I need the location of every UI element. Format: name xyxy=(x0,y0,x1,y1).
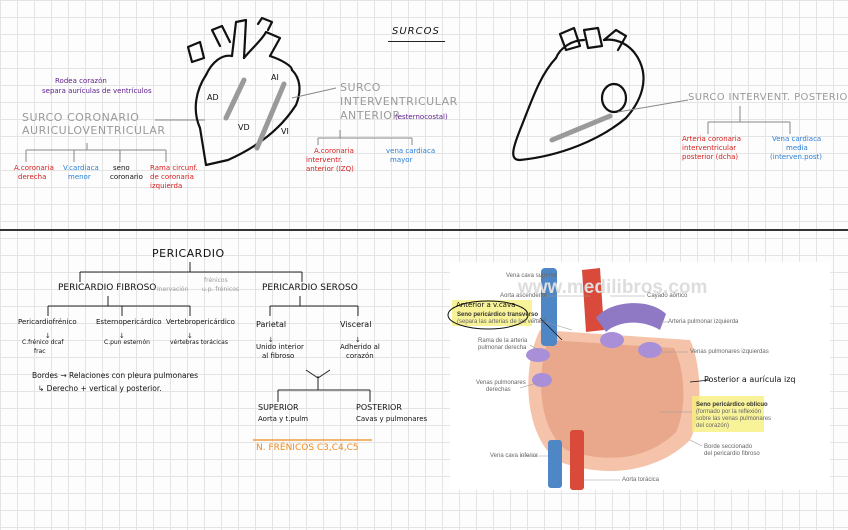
pericardio-fibroso-title: PERICARDIO FIBROSO xyxy=(58,283,157,293)
label-vena-cava-superior: Vena cava superior xyxy=(506,273,558,279)
coronario-item-4-l2: de coronaria xyxy=(150,173,194,181)
anterior-vena-1: vena cardiaca xyxy=(386,147,436,155)
fibroso-innervation-note-2: frénicos xyxy=(204,277,228,284)
label-seno-transverso-1: Seno pericárdico transverso xyxy=(457,312,539,318)
label-aorta-ascendente: Aorta ascendente xyxy=(500,293,548,299)
label-vd: VD xyxy=(238,123,250,132)
surco-anterior-title-2: INTERVENTRICULAR xyxy=(340,95,458,108)
svg-text:↓: ↓ xyxy=(187,332,193,340)
fibroso-item-1: Pericardiofrénico xyxy=(18,318,77,326)
label-seno-obliquo-1: Seno pericárdico oblicuo xyxy=(696,402,768,408)
label-rama-arteria-2: pulmonar derecha xyxy=(478,345,527,351)
svg-text:↓: ↓ xyxy=(119,332,125,340)
label-cayado: Cayado aórtico xyxy=(647,293,688,299)
label-vena-cava-inferior: Vena cava inferior xyxy=(490,453,539,459)
fibroso-item-2: Esternopericárdico xyxy=(96,318,162,326)
fibroso-item-1-desc: C.frénico dcaf xyxy=(22,339,64,346)
label-seno-obliquo-4: del corazón) xyxy=(696,423,730,429)
label-ad: AD xyxy=(207,93,219,102)
surco-coronario-title-2: AURICULOVENTRICULAR xyxy=(22,124,166,137)
fibroso-item-3: Vertebropericárdico xyxy=(166,318,235,326)
label-borde-2: del pericardio fibroso xyxy=(704,451,760,457)
label-arteria-pulmonar: Arteria pulmonar izquierda xyxy=(668,319,739,325)
svg-text:↓: ↓ xyxy=(268,336,274,344)
anterior-arteria-3: anterior (IZQ) xyxy=(306,165,354,173)
fibroso-innervation-note: Inervación xyxy=(157,286,189,293)
coronario-item-4-l1: Rama circunf. xyxy=(150,164,198,172)
coronario-item-1-l2: derecha xyxy=(18,173,47,181)
frenicos-note: N. FRÉNICOS C3,C4,C5 xyxy=(256,443,359,453)
parietal-desc-2: al fibroso xyxy=(262,352,295,360)
posterior-arteria-1: Arteria coronaria xyxy=(682,135,742,143)
surco-coronario-title-1: SURCO CORONARIO xyxy=(22,111,140,124)
svg-text:↓: ↓ xyxy=(355,336,361,344)
coronario-item-2-l1: V.cardiaca xyxy=(63,164,99,172)
seno-superior-desc: Aorta y t.pulm xyxy=(258,415,309,423)
bordes-line-1: Bordes → Relaciones con pleura pulmonare… xyxy=(32,371,199,380)
label-rama-arteria-1: Rama de la arteria xyxy=(478,338,528,344)
label-seno-transverso-2: (separa las arterias de las venas) xyxy=(457,319,546,325)
coronario-item-3-l2: coronario xyxy=(110,173,143,181)
coronario-item-3-l1: seno xyxy=(113,164,130,172)
visceral-desc-2: corazón xyxy=(346,352,374,360)
parietal-desc-1: Unido interior xyxy=(256,343,304,351)
section-divider xyxy=(0,229,848,231)
surco-anterior-title-1: SURCO xyxy=(340,81,381,94)
posterior-arteria-3: posterior (dcha) xyxy=(682,153,739,161)
fibroso-innervation-note-3: u.p. frénicos xyxy=(202,286,240,293)
label-vi: VI xyxy=(281,127,289,136)
label-ai: AI xyxy=(271,73,279,82)
seno-posterior-desc: Cavas y pulmonares xyxy=(356,415,428,423)
surco-anterior-title-3: ANTERIOR xyxy=(340,109,401,122)
anterior-vena-cava-note: Anterior a v.cava xyxy=(456,301,516,309)
anterior-vena-2: mayor xyxy=(390,156,413,164)
label-venas-pulm-izq: Venas pulmonares izquierdas xyxy=(690,349,769,355)
surcos-title: SURCOS xyxy=(392,26,440,37)
fibroso-item-2-desc: C.pun esternón xyxy=(104,339,150,346)
label-seno-obliquo-2: (formado por la reflexión xyxy=(696,409,762,415)
posterior-arteria-2: interventricular xyxy=(682,144,737,152)
label-seno-obliquo-3: sobre las venas pulmonares xyxy=(696,416,772,422)
bordes-line-2: ↳ Derecho + vertical y posterior. xyxy=(38,384,162,393)
fibroso-item-1-desc2: frac xyxy=(34,348,46,355)
pericardio-title: PERICARDIO xyxy=(152,247,225,260)
surco-anterior-note: (esternocostal) xyxy=(395,113,448,121)
posterior-vena-3: (interven.post) xyxy=(770,153,823,161)
seno-superior: SUPERIOR xyxy=(258,403,299,412)
label-aorta-toracica: Aorta torácica xyxy=(622,477,660,483)
coronario-note-2: separa aurículas de ventrículos xyxy=(42,87,152,95)
pericardio-seroso-title: PERICARDIO SEROSO xyxy=(262,283,358,293)
title-underline xyxy=(388,41,445,42)
posterior-vena-1: Vena cardiaca xyxy=(772,135,822,143)
svg-text:↓: ↓ xyxy=(45,332,51,340)
anterior-arteria-2: interventr. xyxy=(306,156,343,164)
seroso-parietal: Parietal xyxy=(256,320,287,329)
posterior-vena-2: media xyxy=(786,144,808,152)
coronario-note-1: Rodea corazón xyxy=(55,77,107,85)
seno-posterior: POSTERIOR xyxy=(356,403,402,412)
pericardium-figure xyxy=(447,262,830,490)
heart-posterior-drawing xyxy=(512,26,645,162)
surco-posterior-title: SURCO INTERVENT. POSTERIOR xyxy=(688,92,848,103)
visceral-desc-1: Adherido al xyxy=(340,343,380,351)
seroso-visceral: Visceral xyxy=(340,320,372,329)
fibroso-item-3-desc: vértebras torácicas xyxy=(170,339,228,346)
coronario-item-2-l2: menor xyxy=(68,173,91,181)
label-borde-1: Borde seccionado xyxy=(704,444,753,450)
coronario-item-1-l1: A.coronaria xyxy=(14,164,54,172)
anterior-arteria-1: A.coronaria xyxy=(314,147,354,155)
posterior-auricula-note: Posterior a aurícula izq xyxy=(704,375,796,384)
coronario-item-4-l3: izquierda xyxy=(150,182,183,190)
figure-watermark: www.medilibros.com xyxy=(518,277,708,298)
label-venas-pulm-der-1: Venas pulmonares xyxy=(476,380,526,386)
label-venas-pulm-der-2: derechas xyxy=(486,387,511,393)
